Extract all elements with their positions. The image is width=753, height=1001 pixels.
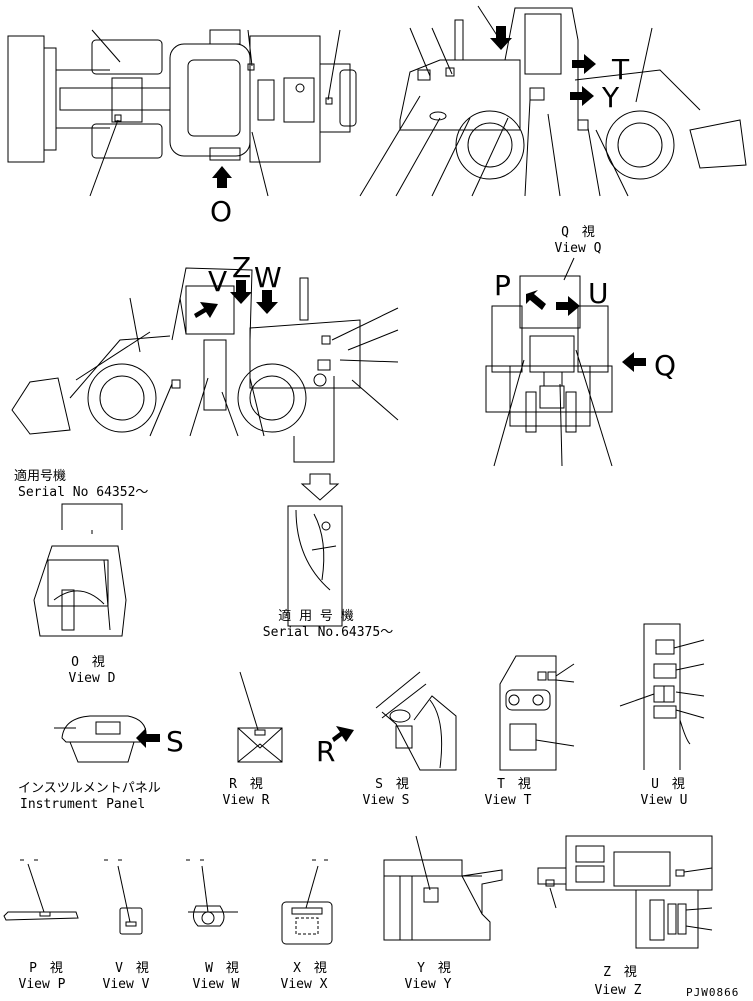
view-s-drawing [376, 672, 456, 770]
view-t-caption-jp: T 視 [497, 777, 531, 792]
view-p-caption-en: View P [18, 977, 66, 992]
view-v-caption-jp: V 視 [115, 961, 149, 976]
arrow-p [526, 290, 546, 310]
view-r-caption-en: View R [222, 793, 270, 808]
view-letter-o: O [209, 195, 233, 228]
view-letter-z: Z [232, 251, 252, 284]
view-d-cab [34, 504, 126, 636]
view-s-caption-en: View S [362, 793, 410, 808]
serial-1-jp: 適用号機 [14, 469, 67, 484]
view-d-caption-en: View D [68, 671, 116, 686]
view-r-drawing [238, 672, 282, 762]
serial-2-jp: 適 用 号 機 [278, 609, 354, 624]
view-u-drawing [620, 624, 704, 770]
view-q-machine [486, 258, 612, 466]
view-y-caption-jp: Y 視 [417, 961, 451, 976]
view-q-caption-jp: Q 視 [561, 225, 595, 240]
arrow-z [230, 280, 252, 304]
view-letter-w: W [254, 261, 282, 294]
view-letter-r: R [316, 735, 336, 768]
view-d-caption-jp: O 視 [71, 655, 105, 670]
view-t-caption-en: View T [484, 793, 532, 808]
view-letter-p: P [494, 269, 511, 302]
view-letter-q: Q [654, 349, 677, 382]
side-view-left-machine [12, 268, 398, 500]
view-x-drawing [282, 860, 332, 944]
view-v-drawing [104, 860, 142, 934]
instrument-panel-jp: インスツルメントパネル [18, 781, 161, 796]
view-x-caption-en: View X [280, 977, 328, 992]
arrow-v [194, 302, 218, 318]
view-v-caption-en: View V [102, 977, 150, 992]
view-z-drawing [538, 836, 712, 948]
arrow-o [212, 166, 232, 188]
top-view-machine [8, 30, 356, 196]
view-letter-t: T [612, 53, 630, 86]
view-x-caption-jp: X 視 [293, 961, 327, 976]
view-z-caption-jp: Z 視 [603, 965, 637, 980]
arrow-right-c [570, 86, 594, 106]
view-y-caption-en: View Y [404, 977, 452, 992]
view-letter-v: V [208, 265, 228, 298]
view-r-caption-jp: R 視 [229, 777, 263, 792]
view-letter-s: S [166, 725, 184, 758]
view-letter-u: U [588, 277, 609, 310]
drawing-code: PJW0866 [686, 986, 740, 999]
view-letter-y: Y [602, 81, 620, 114]
serial-2-en: Serial No.64375～ [262, 625, 394, 640]
view-u-caption-jp: U 視 [651, 777, 685, 792]
view-z-caption-en: View Z [594, 983, 642, 998]
arrow-right-a [490, 26, 512, 50]
serial-1-en: Serial No 64352～ [18, 485, 149, 500]
arrow-r [332, 726, 354, 742]
view-w-caption-en: View W [192, 977, 240, 992]
instrument-panel-en: Instrument Panel [20, 797, 146, 812]
view-p-drawing [4, 860, 78, 920]
view-q-caption-en: View Q [554, 241, 602, 256]
side-view-right-machine [360, 6, 746, 196]
arrow-u [556, 296, 580, 316]
view-t-drawing [500, 656, 574, 770]
view-y-drawing [384, 836, 502, 940]
arrow-right-b [572, 54, 596, 74]
view-w-caption-jp: W 視 [205, 961, 239, 976]
view-p-caption-jp: P 視 [29, 961, 63, 976]
arrow-s [136, 728, 160, 748]
serial-detail-inset [288, 506, 342, 626]
view-u-caption-en: View U [640, 793, 688, 808]
arrow-w [256, 290, 278, 314]
instrument-panel-drawing [54, 716, 146, 762]
arrow-q [622, 352, 646, 372]
view-s-caption-jp: S 視 [375, 777, 409, 792]
view-w-drawing [186, 860, 238, 926]
